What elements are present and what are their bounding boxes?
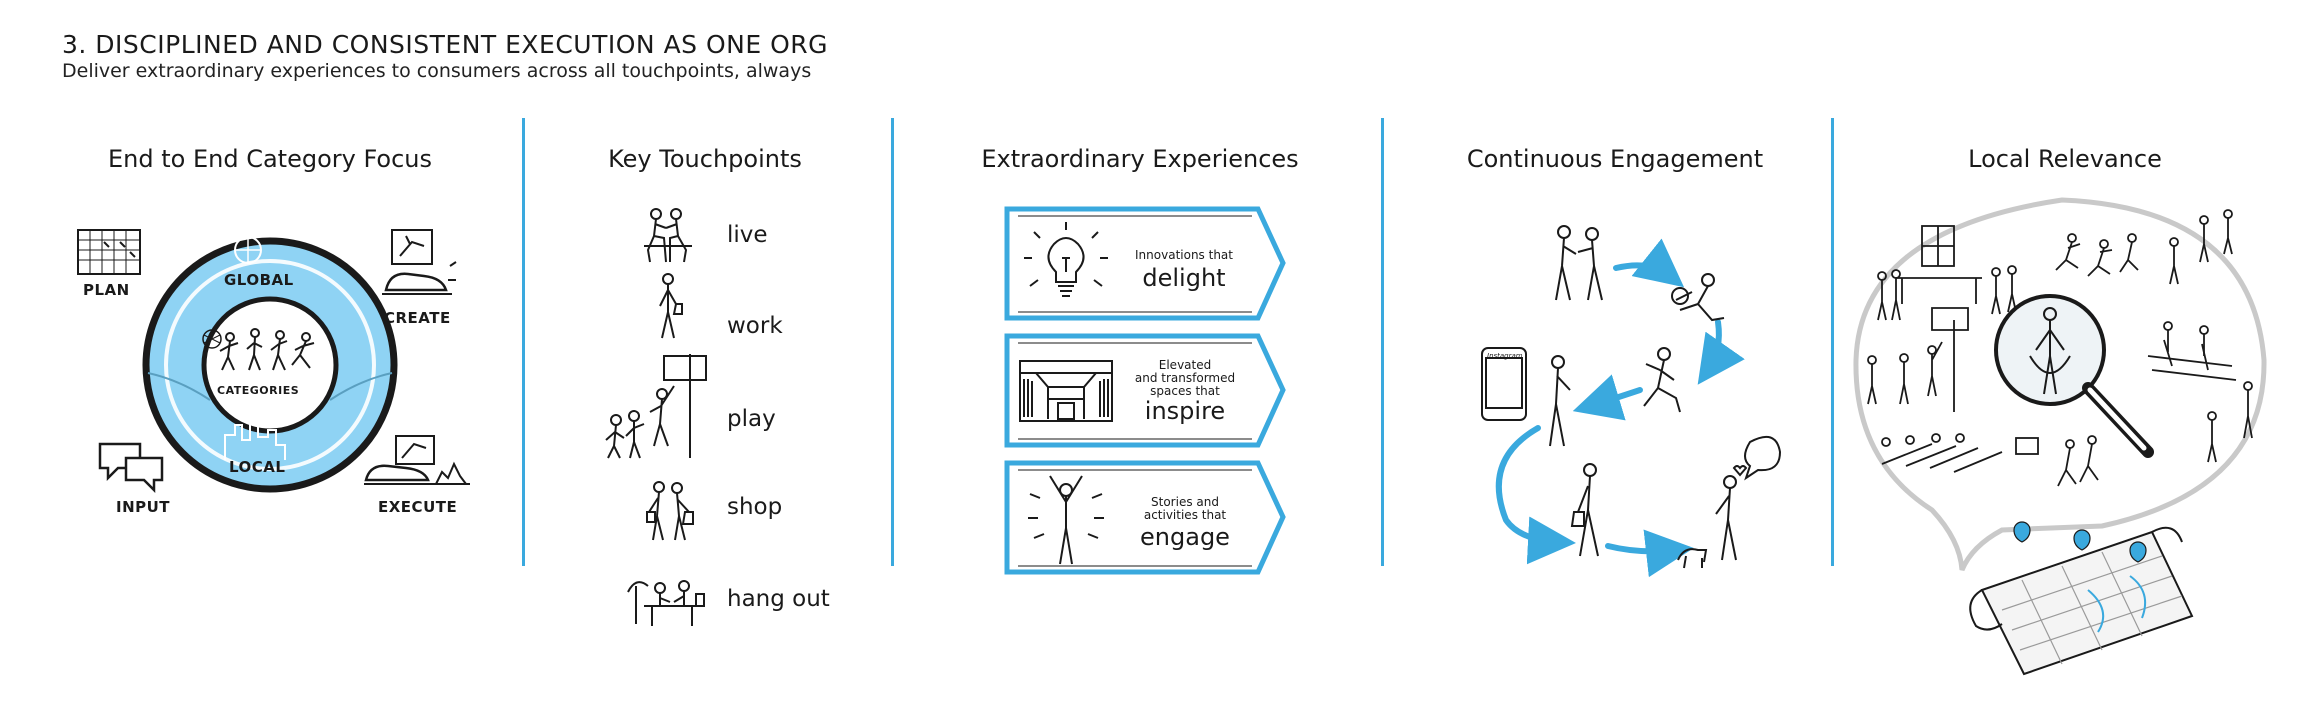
ring-global-label: GLOBAL bbox=[224, 271, 294, 289]
relevance-heading: Local Relevance bbox=[1968, 145, 2162, 173]
experiences-heading: Extraordinary Experiences bbox=[981, 145, 1299, 173]
experience-small-text: Stories and activities that bbox=[1143, 495, 1227, 522]
touchpoint-live: live bbox=[727, 222, 768, 248]
calendar-icon bbox=[77, 229, 141, 275]
engagement-heading: Continuous Engagement bbox=[1466, 145, 1764, 173]
ring-split-line bbox=[147, 372, 211, 401]
ring-split-line bbox=[329, 372, 393, 401]
touchpoint-work: work bbox=[727, 313, 783, 339]
plan-label: PLAN bbox=[83, 281, 130, 299]
touchpoint-play: play bbox=[727, 406, 776, 432]
map-pin-icon bbox=[2013, 521, 2147, 563]
store-interior-icon bbox=[1019, 360, 1113, 422]
magnifier-icon bbox=[1994, 294, 2154, 458]
cheering-athlete-icon bbox=[1028, 475, 1104, 565]
column-divider bbox=[1831, 118, 1834, 566]
category-focus-heading: End to End Category Focus bbox=[108, 145, 432, 173]
experience-big-text: delight bbox=[1142, 264, 1226, 292]
experience-card-inspire: Elevated and transformed spaces that ins… bbox=[1004, 333, 1286, 448]
loop-arrow bbox=[1613, 238, 1685, 288]
walking-person-icon bbox=[659, 273, 683, 339]
experience-big-text: inspire bbox=[1144, 397, 1226, 425]
input-label: INPUT bbox=[116, 498, 171, 516]
local-relevance-illustration bbox=[1853, 197, 2267, 676]
phone-screen-text: Instagram bbox=[1487, 352, 1523, 360]
ring-local-label: LOCAL bbox=[229, 458, 286, 476]
touchpoint-hangout: hang out bbox=[727, 586, 830, 612]
execute-sneaker-icon bbox=[364, 435, 470, 485]
experience-card-delight: Innovations that delight bbox=[1004, 206, 1286, 321]
touchpoint-shop: shop bbox=[727, 494, 783, 520]
shopping-couple-icon bbox=[646, 481, 694, 541]
map-icon bbox=[1969, 526, 2194, 676]
column-divider bbox=[1381, 118, 1384, 566]
column-divider bbox=[522, 118, 525, 566]
experience-big-text: engage bbox=[1140, 523, 1230, 551]
outer-ring-white-arc bbox=[164, 259, 376, 471]
category-ring-diagram bbox=[142, 236, 398, 493]
experience-card-engage: Stories and activities that engage bbox=[1004, 460, 1286, 575]
loop-arrow bbox=[1495, 425, 1576, 565]
couple-sitting-icon bbox=[644, 208, 692, 263]
create-label: CREATE bbox=[384, 309, 451, 327]
experience-small-text: Elevated and transformed spaces that bbox=[1134, 358, 1236, 398]
hangout-table-icon bbox=[627, 580, 705, 626]
ring-center-label: CATEGORIES bbox=[217, 384, 300, 397]
chat-bubbles-icon bbox=[98, 442, 164, 494]
basketball-icon bbox=[605, 354, 707, 459]
experience-small-text: Innovations that bbox=[1135, 248, 1233, 262]
engagement-loop-illustration bbox=[1481, 225, 1782, 578]
skyline-icon bbox=[224, 419, 286, 460]
execute-label: EXECUTE bbox=[378, 498, 458, 516]
column-divider bbox=[891, 118, 894, 566]
loop-arrow bbox=[1605, 529, 1694, 578]
loop-arrow bbox=[1697, 319, 1745, 385]
athletes-icon bbox=[202, 328, 315, 371]
touchpoints-heading: Key Touchpoints bbox=[608, 145, 802, 173]
speech-bubble bbox=[1853, 197, 2267, 572]
loop-arrow bbox=[1572, 374, 1643, 421]
sneaker-icon bbox=[382, 229, 457, 295]
lightbulb-icon bbox=[1024, 222, 1108, 297]
page-subtitle: Deliver extraordinary experiences to con… bbox=[62, 60, 812, 82]
page-title: 3. DISCIPLINED AND CONSISTENT EXECUTION … bbox=[62, 30, 829, 59]
